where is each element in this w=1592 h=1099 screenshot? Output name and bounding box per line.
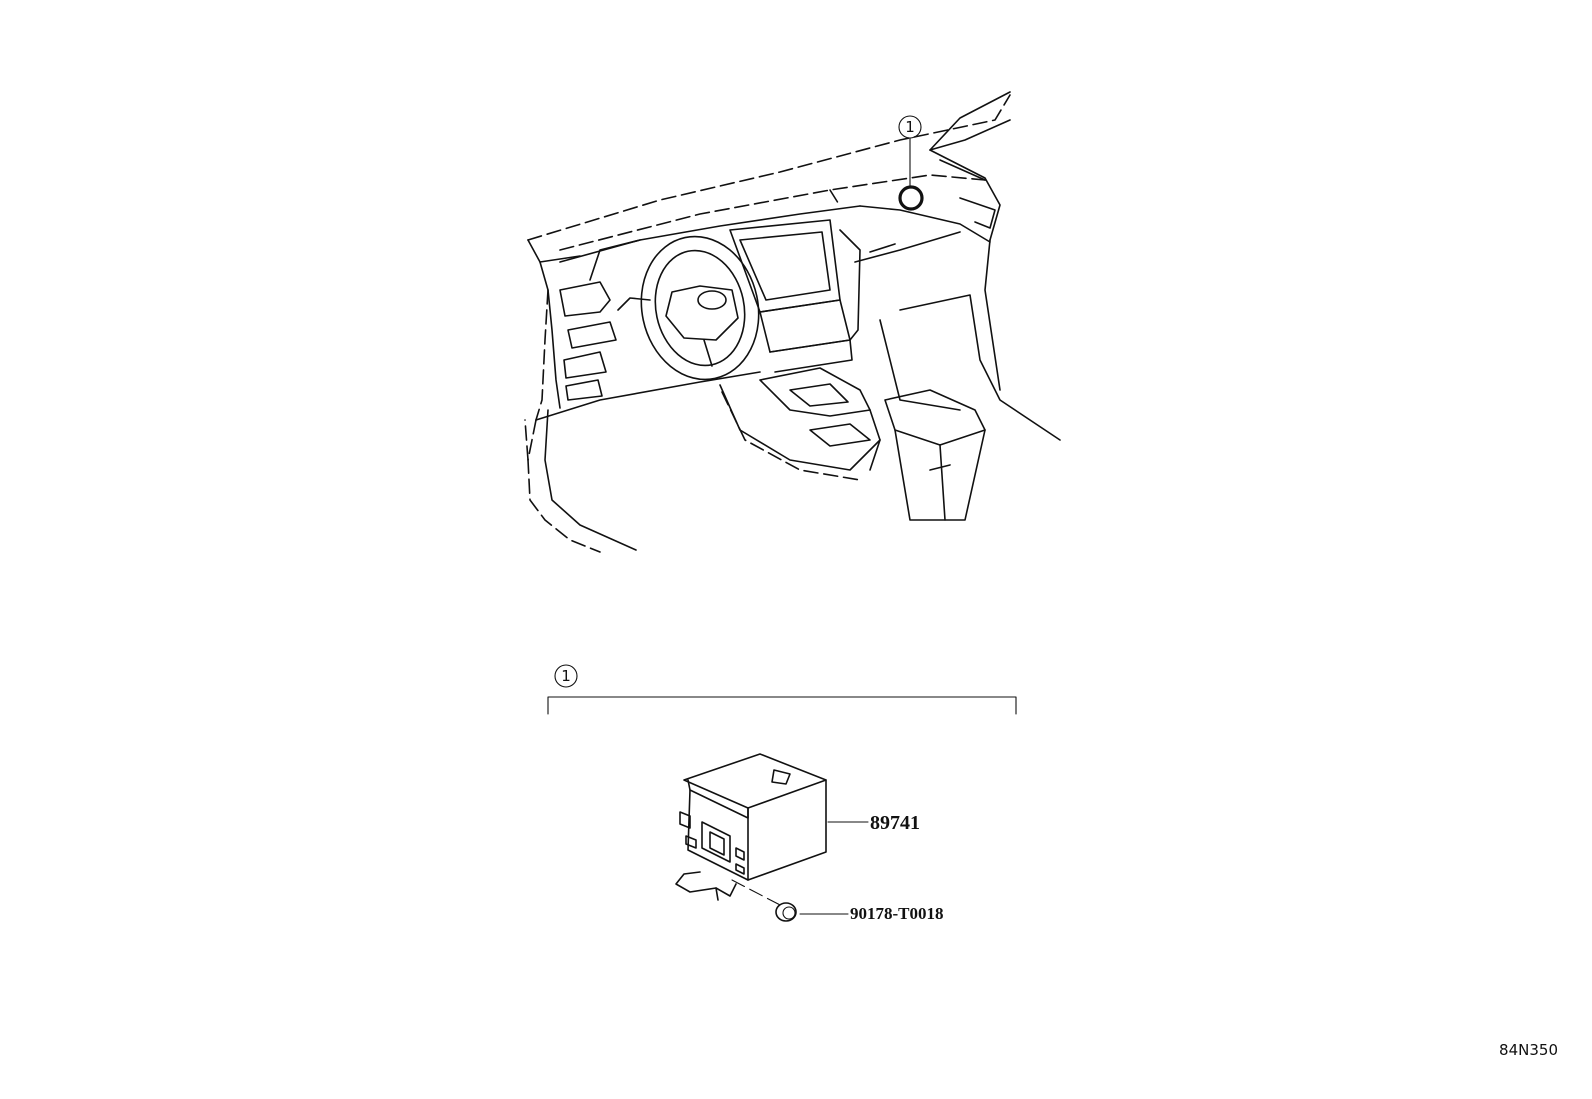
callout-1-top: 1: [898, 115, 922, 187]
clip-part-number[interactable]: 90178-T0018: [850, 904, 944, 923]
callout-1-detail: 1: [554, 664, 578, 688]
diagram-code: 84N350: [1499, 1041, 1558, 1059]
clip-illustration: [731, 879, 797, 922]
callout-number: 1: [561, 667, 571, 685]
callout-number: 1: [905, 118, 915, 136]
component-location-marker: [898, 185, 924, 211]
ecu-module-illustration: [675, 753, 827, 901]
detail-bracket: [547, 696, 1017, 715]
dashboard-illustration: [524, 91, 1061, 553]
ecu-part-number[interactable]: 89741: [870, 812, 920, 834]
